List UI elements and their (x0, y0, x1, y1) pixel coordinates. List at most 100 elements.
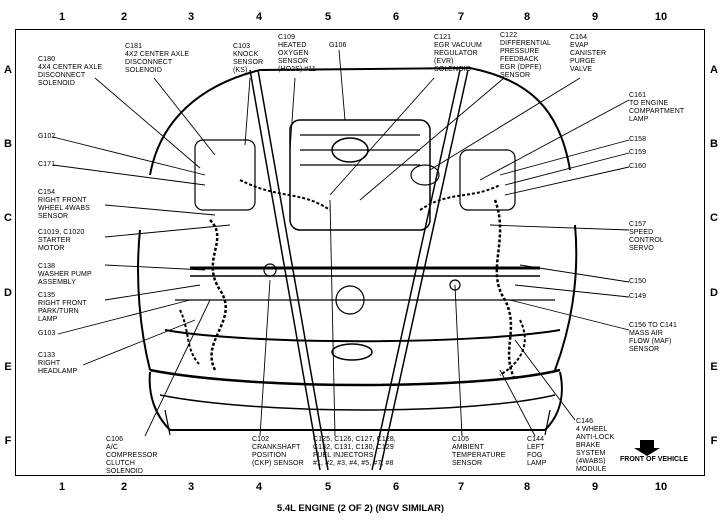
callout-line: SOLENOID (106, 468, 143, 475)
callout-line: CANISTER (570, 50, 607, 57)
callout-line: SERVO (629, 245, 654, 252)
callout-line: RIGHT (38, 360, 61, 367)
diagram-title: 5.4L ENGINE (2 OF 2) (NGV SIMILAR) (276, 503, 445, 514)
callout-line: C159 (629, 149, 647, 156)
callout-line: DISCONNECT (125, 59, 173, 66)
callout-c122: C122 DIFFERENTIAL PRESSURE FEEDBACK EGR … (500, 32, 551, 80)
callout-line: WHEEL 4WABS (38, 205, 90, 212)
column-number: 2 (120, 481, 128, 493)
callout-c150: C150 (629, 278, 646, 286)
callout-line: C135 (38, 292, 56, 299)
callout-line: C146 (576, 418, 594, 425)
callout-line: SOLENOID (125, 67, 162, 74)
callout-line: C138 (38, 263, 56, 270)
callout-line: (4WABS) (576, 458, 606, 465)
row-letter: B (4, 138, 12, 150)
callout-line: ASSEMBLY (38, 279, 77, 286)
callout-line: AMBIENT (452, 444, 484, 451)
column-number: 3 (187, 11, 195, 23)
row-letter: E (710, 361, 718, 373)
callout-c135: C135 RIGHT FRONT PARK/TURN LAMP (38, 292, 87, 324)
callout-line: C156 TO C141 (629, 322, 678, 329)
callout-line: (CKP) SENSOR (252, 460, 304, 467)
callout-line: HEATED (278, 42, 307, 49)
column-number: 8 (523, 11, 531, 23)
callout-c181: C181 4X2 CENTER AXLE DISCONNECT SOLENOID (125, 43, 189, 75)
callout-line: (HO2S) #11 (278, 66, 316, 73)
callout-line: C181 (125, 43, 143, 50)
callout-line: (KS) (233, 67, 248, 74)
callout-c103: C103 KNOCK SENSOR (KS) (233, 43, 263, 75)
callout-line: C158 (629, 136, 647, 143)
callout-line: G103 (38, 330, 56, 337)
callout-line: C102 (252, 436, 270, 443)
callout-line: C161 (629, 92, 647, 99)
callout-line: C1019, C1020 (38, 229, 85, 236)
column-number: 10 (654, 11, 668, 23)
row-letter: C (710, 212, 718, 224)
callout-line: C106 (106, 436, 124, 443)
callout-c133: C133 RIGHT HEADLAMP (38, 352, 77, 376)
callout-g102: G102 (38, 133, 56, 141)
callout-line: SENSOR (629, 346, 660, 353)
callout-line: 4X4 CENTER AXLE (38, 64, 103, 71)
callout-c121: C121 EGR VACUUM REGULATOR (EVR) SOLENOID (434, 34, 482, 74)
callout-line: C149 (629, 293, 647, 300)
callout-line: LEFT (527, 444, 545, 451)
column-number: 5 (324, 481, 332, 493)
callout-line: LAMP (38, 316, 58, 323)
callout-line: C164 (570, 34, 588, 41)
column-number: 10 (654, 481, 668, 493)
callout-line: C150 (629, 278, 647, 285)
callout-g103: G103 (38, 330, 56, 338)
column-number: 9 (591, 11, 599, 23)
row-letter: F (710, 435, 718, 447)
callout-line: PRESSURE (500, 48, 540, 55)
column-number: 3 (187, 481, 195, 493)
row-letter: A (4, 64, 12, 76)
callout-c149: C149 (629, 293, 646, 301)
column-number: 2 (120, 11, 128, 23)
callout-line: C103 (233, 43, 251, 50)
callout-line: DIFFERENTIAL (500, 40, 551, 47)
callout-line: LAMP (527, 460, 547, 467)
callout-line: C109 (278, 34, 296, 41)
callout-line: G102 (38, 133, 56, 140)
callout-line: RIGHT FRONT (38, 300, 87, 307)
column-number: 6 (392, 11, 400, 23)
callout-line: LAMP (629, 116, 649, 123)
callout-c159: C159 (629, 149, 646, 157)
callout-line: SOLENOID (434, 66, 471, 73)
callout-line: COMPRESSOR (106, 452, 158, 459)
callout-c161: C161 TO ENGINE COMPARTMENT LAMP (629, 92, 684, 124)
callout-c154: C154 RIGHT FRONT WHEEL 4WABS SENSOR (38, 189, 90, 221)
callout-line: (EVR) (434, 58, 454, 65)
callout-line: BRAKE (576, 442, 601, 449)
callout-line: FOG (527, 452, 543, 459)
callout-line: C121 (434, 34, 452, 41)
callout-c180: C180 4X4 CENTER AXLE DISCONNECT SOLENOID (38, 56, 102, 88)
callout-c160: C160 (629, 163, 646, 171)
callout-line: PURGE (570, 58, 596, 65)
callout-c164: C164 EVAP CANISTER PURGE VALVE (570, 34, 606, 74)
callout-c156: C156 TO C141 MASS AIR FLOW (MAF) SENSOR (629, 322, 677, 354)
callout-c138: C138 WASHER PUMP ASSEMBLY (38, 263, 92, 287)
column-number: 4 (255, 11, 263, 23)
callout-line: DISCONNECT (38, 72, 86, 79)
callout-line: EGR (DPFE) (500, 64, 542, 71)
callout-line: C171 (38, 161, 56, 168)
diagram-frame (15, 29, 705, 476)
callout-line: OXYGEN (278, 50, 309, 57)
callout-line: RIGHT FRONT (38, 197, 87, 204)
callout-line: SENSOR (278, 58, 309, 65)
callout-c146: C146 4 WHEEL ANTI-LOCK BRAKE SYSTEM (4WA… (576, 418, 614, 474)
front-of-vehicle-label: FRONT OF VEHICLE (620, 456, 689, 463)
callout-line: FEEDBACK (500, 56, 539, 63)
row-letter: D (710, 287, 718, 299)
callout-line: C180 (38, 56, 56, 63)
callout-line: CONTROL (629, 237, 664, 244)
callout-line: MASS AIR (629, 330, 663, 337)
callout-line: FUEL INJECTORS (313, 452, 374, 459)
callout-c102: C102 CRANKSHAFT POSITION (CKP) SENSOR (252, 436, 304, 468)
